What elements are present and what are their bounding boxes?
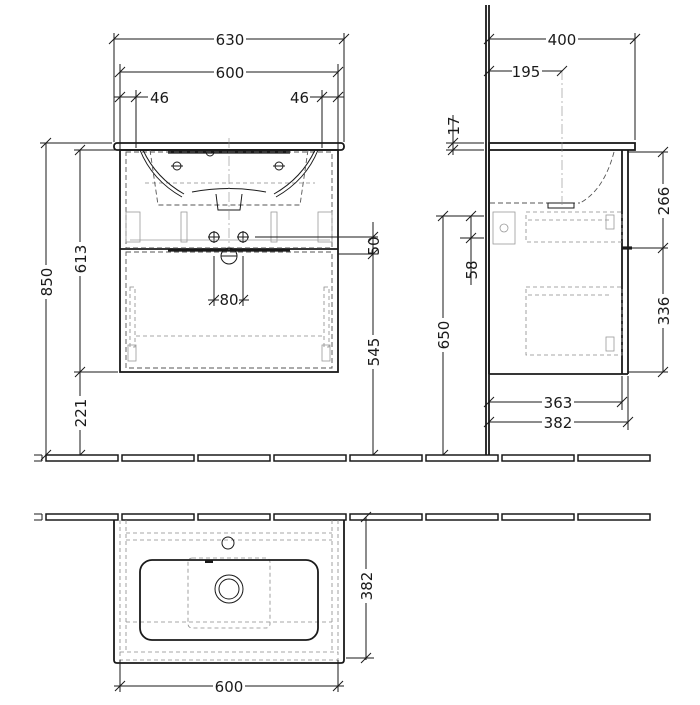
tap-hole (205, 151, 215, 157)
dim-46-right: 46 (290, 89, 309, 107)
dim-363: 363 (544, 394, 573, 412)
overflow-top (205, 560, 213, 563)
tap-hole-top (221, 536, 235, 550)
runner-bracket (125, 211, 141, 243)
dim-382-side: 382 (544, 414, 573, 432)
dim-545: 545 (365, 338, 383, 367)
floor-line (34, 454, 651, 462)
top-view (113, 520, 345, 664)
dim-221: 221 (72, 399, 90, 428)
dim-46-left: 46 (150, 89, 169, 107)
dim-17: 17 (445, 116, 463, 135)
dim-630: 630 (216, 31, 245, 49)
dim-600-top: 600 (215, 678, 244, 696)
dim-195: 195 (512, 63, 541, 81)
dim-382-top: 382 (358, 572, 376, 601)
dim-58: 58 (463, 260, 481, 279)
upper-drawer-hidden (525, 211, 623, 243)
dim-650: 650 (435, 321, 453, 350)
basin-bowl-top (139, 559, 319, 641)
front-view-dimensions: 630 600 46 46 850 613 221 (37, 30, 383, 461)
dim-50: 50 (365, 236, 383, 255)
basin-bowl-right (275, 149, 319, 198)
wall-line-top-view (34, 513, 651, 521)
cabinet-body (119, 149, 339, 373)
dim-266: 266 (655, 187, 673, 216)
top-view-dimensions: 600 382 (114, 511, 376, 696)
side-drain (547, 202, 575, 209)
dim-613: 613 (72, 245, 90, 274)
side-view-dimensions: 400 195 17 266 336 58 650 (434, 30, 673, 461)
dim-336: 336 (655, 297, 673, 326)
basin-inner-hidden (149, 149, 309, 206)
lower-drawer-hidden (525, 286, 623, 356)
front-view (113, 138, 345, 373)
side-basin-bowl (579, 151, 615, 204)
dim-400: 400 (548, 31, 577, 49)
dim-80: 80 (219, 291, 238, 309)
top-basin-outline (113, 520, 345, 664)
dim-600-front: 600 (216, 64, 245, 82)
basin-bowl-left (139, 149, 183, 198)
drain-top (214, 574, 244, 604)
dim-850: 850 (38, 268, 56, 297)
side-siphon-symbol (492, 211, 516, 245)
side-view (485, 5, 636, 455)
